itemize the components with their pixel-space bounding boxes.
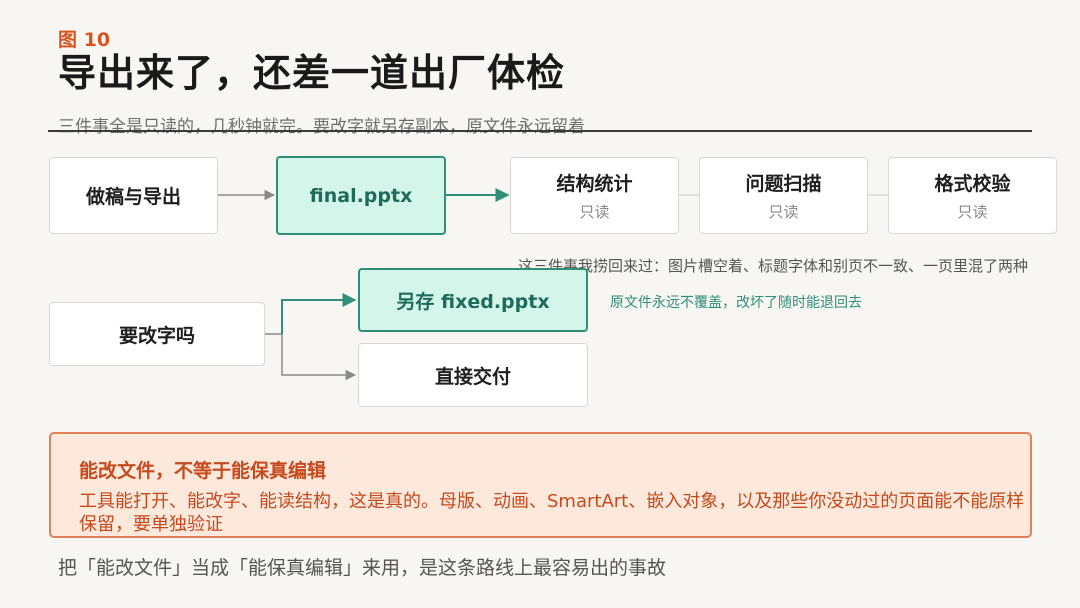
deliver-box: 直接交付 bbox=[358, 343, 588, 407]
check-mode: 只读 bbox=[957, 203, 988, 221]
check-mode: 只读 bbox=[579, 203, 610, 221]
deliver-label: 直接交付 bbox=[434, 365, 511, 388]
checks-note: 这三件事我捞回来过：图片槽空着、标题字体和别页不一致、一页里混了两种正文字号 bbox=[518, 257, 1029, 292]
warning-callout: 能改文件，不等于能保真编辑 工具能打开、能改字、能读结构，这是真的。母版、动画、… bbox=[49, 432, 1032, 538]
copy-note: 原文件永远不覆盖，改坏了随时能退回去 bbox=[610, 295, 862, 311]
figure-label: 图 10 bbox=[58, 29, 111, 51]
decision-box: 要改字吗 bbox=[49, 302, 265, 366]
warning-body: 工具能打开、能改字、能读结构，这是真的。母版、动画、SmartArt、嵌入对象，… bbox=[79, 491, 1025, 535]
check-label: 格式校验 bbox=[934, 173, 1011, 195]
title-divider bbox=[48, 130, 1032, 132]
check-mode: 只读 bbox=[768, 203, 799, 221]
final-file-label: final.pptx bbox=[309, 184, 413, 207]
decision-label: 要改字吗 bbox=[118, 324, 195, 347]
check-format-box: 格式校验 只读 bbox=[888, 157, 1057, 234]
save-copy-label: 另存 fixed.pptx bbox=[396, 290, 550, 313]
final-file-box: final.pptx bbox=[276, 156, 446, 235]
draft-export-box: 做稿与导出 bbox=[49, 157, 218, 234]
check-structure-box: 结构统计 只读 bbox=[510, 157, 679, 234]
footer-note: 把「能改文件」当成「能保真编辑」来用，是这条路线上最容易出的事故 bbox=[58, 557, 667, 579]
arrow-to-deliver bbox=[281, 334, 357, 381]
save-copy-box: 另存 fixed.pptx bbox=[358, 268, 588, 332]
page-subtitle: 三件事全是只读的，几秒钟就完。要改字就另存副本，原文件永远留着 bbox=[58, 117, 585, 137]
draft-export-label: 做稿与导出 bbox=[85, 186, 181, 208]
check-scan-box: 问题扫描 只读 bbox=[699, 157, 868, 234]
arrow-to-save-copy bbox=[281, 293, 357, 334]
warning-title: 能改文件，不等于能保真编辑 bbox=[79, 460, 327, 482]
check-label: 问题扫描 bbox=[745, 173, 822, 195]
check-label: 结构统计 bbox=[556, 173, 633, 195]
page-title: 导出来了，还差一道出厂体检 bbox=[58, 51, 566, 95]
